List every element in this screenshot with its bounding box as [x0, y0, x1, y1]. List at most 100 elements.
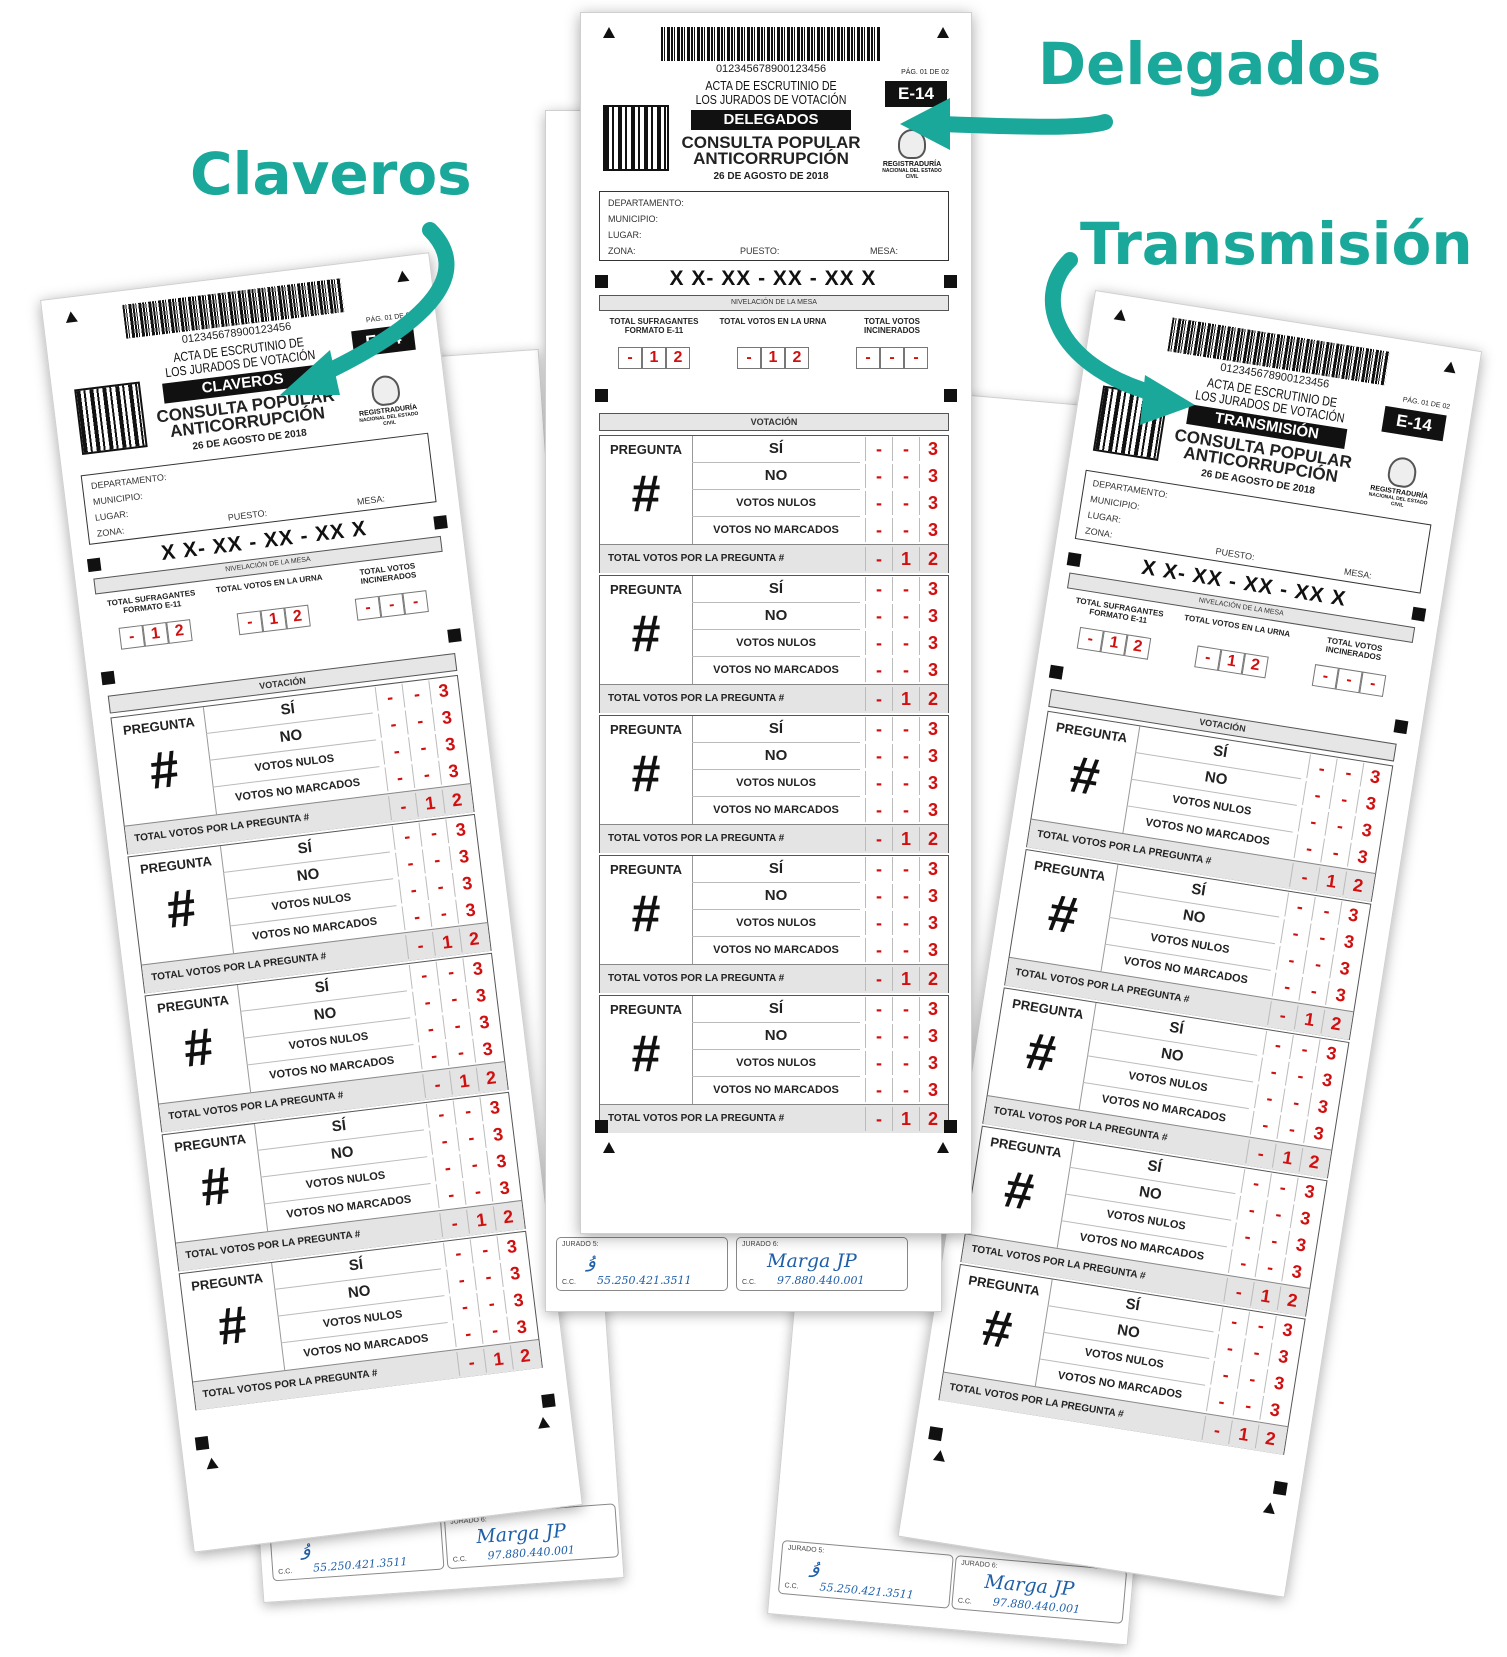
- question-label: PREGUNTA #: [943, 1265, 1053, 1387]
- digit-cell: 3: [1329, 954, 1360, 983]
- count-cells: --3: [865, 464, 946, 488]
- digit-cell: 3: [1346, 842, 1378, 871]
- jurado5-label: JURADO 5:: [562, 1241, 599, 1248]
- count-cells: --3: [865, 857, 946, 881]
- digit-cell: -: [1284, 892, 1315, 921]
- digit-cell: 3: [451, 869, 482, 897]
- question-number: #: [978, 1298, 1016, 1361]
- digit-cell: 3: [434, 730, 465, 758]
- digit-cell: 1: [892, 547, 919, 571]
- signature-5-number: 55.250.421.3511: [818, 1580, 915, 1602]
- cc-label: C.C.: [784, 1582, 799, 1591]
- digit-cell: -: [865, 658, 892, 682]
- digit-cell: 3: [919, 631, 946, 655]
- digit-cell: -: [404, 707, 435, 735]
- seal-icon: [1386, 455, 1419, 490]
- digit-cell: -: [388, 792, 418, 821]
- digit-cell: -: [865, 518, 892, 542]
- digit-cell: -: [378, 593, 406, 618]
- question-number: #: [631, 1025, 661, 1083]
- digit-cell: -: [1293, 834, 1325, 863]
- digit-cell: 2: [1276, 1286, 1308, 1315]
- digit-cell: -: [892, 744, 919, 768]
- digit-cell: 3: [919, 491, 946, 515]
- digit-cell: -: [1076, 626, 1104, 653]
- digit-cell: 2: [919, 687, 946, 711]
- digit-cell: 1: [761, 347, 785, 369]
- digit-cell: 3: [472, 1035, 502, 1063]
- digit-cell: -: [422, 1070, 452, 1099]
- digit-cell: -: [865, 1024, 892, 1048]
- digit-cell: -: [391, 822, 422, 850]
- registration-mark: [100, 670, 116, 686]
- question-block: PREGUNTA # SÍ NO VOTOS NULOS VOTOS NO MA…: [599, 435, 949, 573]
- digit-cell: -: [865, 938, 892, 962]
- form-id-badge: E-14: [1381, 405, 1447, 442]
- question-number: #: [146, 739, 183, 801]
- registration-mark: [928, 1426, 944, 1442]
- digit-cell: -: [398, 876, 429, 904]
- digit-cell: -: [865, 577, 892, 601]
- option-no: NO: [692, 883, 860, 910]
- question-block: PREGUNTA # SÍ NO VOTOS NULOS VOTOS NO MA…: [599, 995, 949, 1133]
- registration-mark: [194, 1436, 210, 1451]
- digit-cell: -: [1267, 1173, 1298, 1202]
- digit-cell: 2: [475, 1064, 506, 1092]
- digit-cell: -: [892, 464, 919, 488]
- digit-cell: -: [236, 610, 264, 636]
- digit-cell: -: [865, 687, 892, 711]
- digit-cell: -: [892, 518, 919, 542]
- digit-cell: 1: [892, 1107, 919, 1131]
- jurado5-label: JURADO 5:: [787, 1544, 825, 1555]
- pregunta-label: PREGUNTA: [122, 714, 196, 739]
- count-cells: --3: [865, 658, 946, 682]
- digit-cell: 3: [919, 857, 946, 881]
- digit-cell: -: [1328, 785, 1360, 814]
- digit-cell: 3: [1303, 1119, 1334, 1148]
- count-cells: --3: [865, 911, 946, 935]
- option-si: SÍ: [692, 856, 860, 883]
- count-cells: --3: [865, 938, 946, 962]
- lugar-label: LUGAR:: [608, 230, 642, 240]
- digit-cell: -: [455, 1124, 486, 1152]
- digit-cell: -: [408, 734, 438, 762]
- digit-cell: -: [473, 1263, 503, 1291]
- option-si: SÍ: [692, 716, 860, 743]
- consulta-line2: ANTICORRUPCIÓN: [693, 149, 849, 168]
- question-label: PREGUNTA #: [145, 984, 252, 1104]
- option-votos-no-marcados: VOTOS NO MARCADOS: [713, 1084, 839, 1096]
- digit-cell: -: [1320, 838, 1351, 867]
- digit-cell: -: [1223, 1277, 1254, 1306]
- digit-cell: 3: [486, 1147, 516, 1175]
- registration-mark: [944, 389, 957, 402]
- digit-cell: 3: [1259, 1395, 1290, 1424]
- count-cells: --3: [865, 437, 946, 461]
- question-number: #: [214, 1295, 251, 1357]
- seal-icon: [898, 129, 926, 159]
- digit-cell: 3: [468, 1008, 499, 1036]
- pregunta-label: PREGUNTA: [610, 442, 682, 457]
- qr-code: [74, 381, 148, 456]
- question-label: PREGUNTA #: [600, 436, 693, 544]
- signature-6-number: 97.880.440.001: [777, 1274, 865, 1287]
- question-number: #: [1022, 1022, 1060, 1084]
- cc-label: C.C.: [957, 1597, 973, 1606]
- corner-triangle: [937, 1142, 949, 1153]
- total-sufragantes-label: TOTAL SUFRAGANTES FORMATO E-11: [609, 317, 699, 335]
- corner-triangle: [536, 1416, 551, 1429]
- digit-cell: -: [418, 819, 449, 847]
- digit-cell: -: [892, 884, 919, 908]
- digit-cell: -: [377, 710, 408, 738]
- digit-cell: -: [425, 1100, 456, 1128]
- digit-cell: -: [415, 1015, 446, 1043]
- pregunta-label: PREGUNTA: [190, 1270, 264, 1294]
- question-label: PREGUNTA #: [600, 576, 693, 684]
- digit-cell: 1: [892, 827, 919, 851]
- digit-cell: -: [865, 1078, 892, 1102]
- corner-triangle: [1262, 1501, 1277, 1515]
